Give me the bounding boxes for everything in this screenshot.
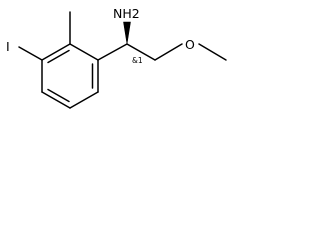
- benzene-ring: [41, 43, 99, 109]
- amine-atom-label: NH2: [113, 6, 140, 21]
- ring-bond-c1-c2: [69, 43, 99, 61]
- stereo-wedge-bond: [123, 21, 131, 45]
- methylene-bond: [126, 43, 156, 61]
- iodo-bond: [18, 46, 43, 61]
- ring-bond-c5-c6: [69, 91, 99, 109]
- chemical-structure-diagram: I NH2 &1 O: [6, 6, 227, 109]
- ring-bond-c4-c5: [41, 91, 71, 109]
- stereo-descriptor-label: &1: [132, 56, 143, 65]
- oxygen-atom-label: O: [185, 37, 195, 52]
- ring-double-bond-inner-c4-c5: [47, 88, 70, 103]
- ether-bond-left: [154, 43, 183, 61]
- ring-bond-c2-c3: [41, 43, 71, 61]
- benzylic-bond: [97, 43, 128, 61]
- ring-double-bond-inner-c2-c3: [47, 49, 70, 64]
- ether-bond-right: [198, 43, 227, 61]
- iodine-atom-label: I: [6, 39, 10, 54]
